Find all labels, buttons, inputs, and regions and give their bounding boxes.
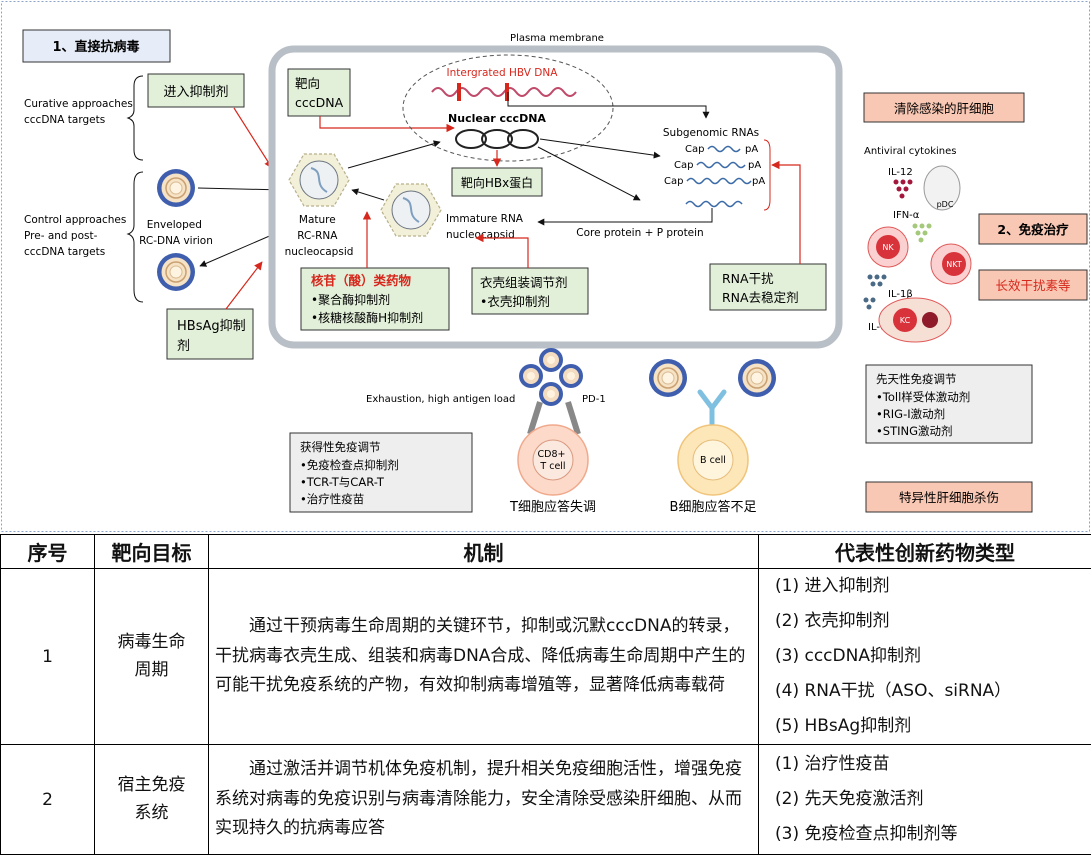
header-target: 靶向目标 — [95, 535, 209, 569]
table-row: 2 宿主免疫 系统 通过激活并调节机体免疫机制，提升相关免疫细胞活性，增强免疫系… — [1, 745, 1091, 855]
svg-text:Cap: Cap — [674, 160, 693, 171]
drug-item: (3) 免疫检查点抑制剂等 — [775, 817, 1091, 852]
integration-mark-1 — [457, 83, 461, 101]
row-mechanism-text: 通过激活并调节机体免疫机制，提升相关免疫细胞活性，增强免疫系统对病毒的免疫识别与… — [215, 755, 752, 844]
row-target-line: 周期 — [95, 657, 208, 684]
subgenomic-label: Subgenomic RNAs — [663, 127, 759, 139]
drug-item: (4) RNA干扰（ASO、siRNA） — [775, 674, 1091, 709]
svg-text:Cap: Cap — [685, 144, 704, 155]
target-hbx-label: 靶向HBx蛋白 — [461, 175, 533, 190]
il1b-dots — [868, 275, 887, 287]
hbsag-arrow — [226, 262, 262, 309]
ifna-label: IFN-α — [893, 210, 920, 221]
entry-arrow — [234, 108, 272, 168]
entry-inhibitor-label: 进入抑制剂 — [163, 85, 228, 100]
row-target: 宿主免疫 系统 — [95, 745, 209, 855]
specific-kill-label: 特异性肝细胞杀伤 — [899, 490, 999, 505]
header-no: 序号 — [1, 535, 95, 569]
drug-item: (3) cccDNA抑制剂 — [775, 639, 1091, 674]
ifna-dots — [913, 224, 932, 243]
row-target-line: 病毒生命 — [95, 629, 208, 656]
nk-label: NK — [882, 243, 894, 252]
small-virions — [519, 348, 583, 406]
svg-text:pA: pA — [745, 144, 758, 155]
hbv-therapy-diagram: 1、直接抗病毒 Plasma membrane Curative approac… — [0, 0, 1091, 534]
core-protein-label: Core protein + P protein — [576, 227, 703, 239]
row-mechanism: 通过干预病毒生命周期的关键环节，抑制或沉默cccDNA的转录，干扰病毒衣壳生成、… — [209, 569, 759, 745]
svg-text:pA: pA — [752, 176, 765, 187]
clear-cells-label: 清除感染的肝细胞 — [894, 101, 995, 116]
drug-item: (5) HBsAg抑制剂 — [775, 709, 1091, 744]
nkt-label: NKT — [946, 260, 962, 269]
il6-dots — [864, 298, 876, 310]
integrated-hbv-label: Intergrated HBV DNA — [447, 67, 559, 79]
section1-label: 1、直接抗病毒 — [52, 39, 139, 55]
cd8-label: CD8+ T cell — [538, 449, 569, 472]
cd8-nucleus — [533, 440, 573, 480]
immune-therapy-label: 2、免疫治疗 — [997, 222, 1069, 237]
header-mechanism: 机制 — [209, 535, 759, 569]
svg-text:pA: pA — [748, 160, 761, 171]
b-virion-right — [738, 359, 776, 397]
pd1-label: PD-1 — [582, 394, 606, 405]
il12-dots — [894, 180, 913, 199]
row-no: 2 — [1, 745, 95, 855]
row-mechanism: 通过激活并调节机体免疫机制，提升相关免疫细胞活性，增强免疫系统对病毒的免疫识别与… — [209, 745, 759, 855]
nuc-drug-title: 核苷（酸）类药物 — [311, 273, 412, 288]
drug-type-table: 序号 靶向目标 机制 代表性创新药物类型 1 病毒生命 周期 通过干预病毒生命周… — [0, 534, 1091, 855]
enveloped-virion-label: Enveloped RC-DNA virion — [139, 219, 213, 247]
b-virion-left — [649, 359, 687, 397]
enveloped-virion-top — [157, 169, 195, 207]
row-drugs: (1) 治疗性疫苗 (2) 先天免疫激活剂 (3) 免疫检查点抑制剂等 — [759, 745, 1091, 855]
t-dysfunction-label: T细胞应答失调 — [509, 499, 596, 515]
plasma-membrane-label: Plasma membrane — [510, 33, 604, 44]
b-insufficient-label: B细胞应答不足 — [670, 499, 757, 515]
antibody — [700, 392, 724, 428]
header-drugs: 代表性创新药物类型 — [759, 535, 1091, 569]
drug-item: (1) 进入抑制剂 — [775, 569, 1091, 604]
bcell-label: B cell — [700, 455, 726, 466]
row-target-line: 宿主免疫 — [95, 772, 208, 799]
il12-label: IL-12 — [888, 167, 913, 178]
row-target: 病毒生命 周期 — [95, 569, 209, 745]
table-header-row: 序号 靶向目标 机制 代表性创新药物类型 — [1, 535, 1091, 569]
row-drugs: (1) 进入抑制剂 (2) 衣壳抑制剂 (3) cccDNA抑制剂 (4) RN… — [759, 569, 1091, 745]
table-row: 1 病毒生命 周期 通过干预病毒生命周期的关键环节，抑制或沉默cccDNA的转录… — [1, 569, 1091, 745]
antiviral-cytokines-label: Antiviral cytokines — [864, 146, 957, 157]
curative-brace — [128, 76, 143, 160]
drug-item: (2) 先天免疫激活剂 — [775, 782, 1091, 817]
row-mechanism-text: 通过干预病毒生命周期的关键环节，抑制或沉默cccDNA的转录，干扰病毒衣壳生成、… — [215, 612, 752, 701]
long-ifn-label: 长效干扰素等 — [995, 278, 1070, 293]
curative-label: Curative approaches cccDNA targets — [24, 98, 136, 126]
kc-label: KC — [900, 316, 911, 325]
control-label: Control approaches Pre- and post- cccDNA… — [24, 214, 130, 258]
row-no: 1 — [1, 569, 95, 745]
drug-item: (1) 治疗性疫苗 — [775, 747, 1091, 782]
drug-item: (2) 衣壳抑制剂 — [775, 604, 1091, 639]
row-target-line: 系统 — [95, 800, 208, 827]
enveloped-virion-bottom — [157, 253, 195, 291]
svg-text:Cap: Cap — [664, 176, 683, 187]
pdc-label: pDC — [937, 200, 954, 209]
kc-core — [922, 312, 938, 328]
exhaustion-label: Exhaustion, high antigen load — [366, 394, 515, 405]
nuclear-cccdna-label: Nuclear cccDNA — [448, 112, 546, 125]
